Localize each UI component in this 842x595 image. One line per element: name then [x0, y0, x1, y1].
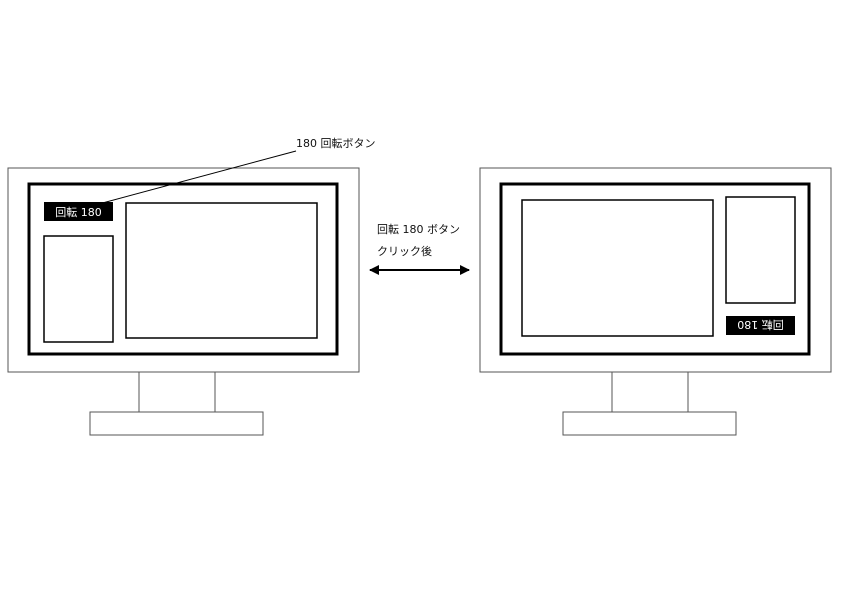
center-label-line2: クリック後: [377, 244, 432, 258]
left-monitor-neck: [138, 371, 216, 413]
left-rotate-button-label: 回転 180: [55, 206, 102, 219]
callout-leader-line: [94, 150, 297, 206]
left-small-window: [43, 235, 114, 343]
left-monitor-base: [89, 411, 264, 436]
right-small-window: [725, 196, 796, 304]
right-monitor-base: [562, 411, 737, 436]
left-rotate-button[interactable]: 回転 180: [44, 202, 113, 221]
right-monitor: 回転 180: [479, 167, 832, 436]
right-rotate-button-label: 回転 180: [737, 318, 784, 331]
left-monitor: 回転 180: [7, 167, 360, 436]
right-main-window: [521, 199, 714, 337]
right-rotate-button[interactable]: 回転 180: [726, 316, 795, 335]
right-monitor-neck: [611, 371, 689, 413]
center-label-line1: 回転 180 ボタン: [377, 223, 460, 236]
left-main-window: [125, 202, 318, 339]
callout-label: 180 回転ボタン: [296, 137, 376, 150]
